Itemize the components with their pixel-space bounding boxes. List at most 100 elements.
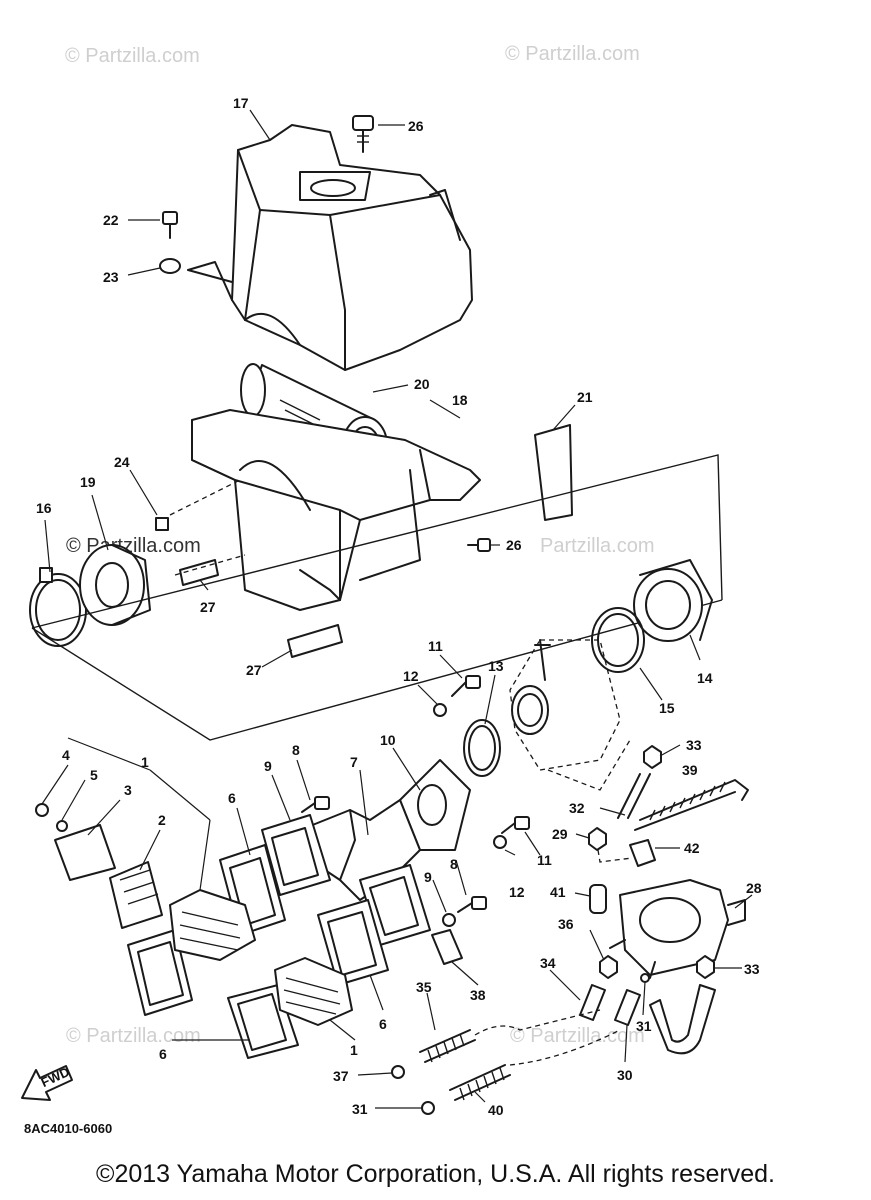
clip-36 bbox=[599, 955, 618, 979]
callout-14: 14 bbox=[697, 670, 713, 686]
bolt-26-top bbox=[352, 115, 374, 153]
callout-32: 32 bbox=[569, 800, 585, 816]
callout-4: 4 bbox=[62, 747, 70, 763]
callout-30: 30 bbox=[617, 1067, 633, 1083]
callout-26-top: 26 bbox=[408, 118, 424, 134]
part-41 bbox=[589, 884, 607, 914]
watermark-top-left: © Partzilla.com bbox=[65, 45, 200, 67]
bolt-11-lower bbox=[501, 816, 530, 834]
callout-15: 15 bbox=[659, 700, 675, 716]
pad-27-upper bbox=[179, 559, 219, 586]
bolt-26-lower bbox=[467, 538, 491, 552]
callout-12-upper: 12 bbox=[403, 668, 419, 684]
callout-31-right: 31 bbox=[636, 1018, 652, 1034]
callout-24: 24 bbox=[114, 454, 130, 470]
callout-8-upper: 8 bbox=[292, 742, 300, 758]
hose-34 bbox=[579, 984, 606, 1021]
clip-33-upper bbox=[643, 745, 662, 769]
adapter-19 bbox=[79, 544, 151, 626]
watermark-bottom-right: © Partzilla.com bbox=[510, 1025, 645, 1047]
callout-5: 5 bbox=[90, 767, 98, 783]
clip-37 bbox=[391, 1065, 405, 1079]
frame-line-bottom bbox=[31, 599, 723, 741]
air-box-case bbox=[191, 409, 481, 611]
callout-41: 41 bbox=[550, 884, 566, 900]
watermark-middle-right: Partzilla.com bbox=[540, 535, 654, 557]
callout-17: 17 bbox=[233, 95, 249, 111]
bolt-8-lower bbox=[457, 896, 487, 913]
hose-u-bend bbox=[649, 984, 716, 1055]
clip-31-lower bbox=[421, 1101, 435, 1115]
callout-1-upper: 1 bbox=[141, 754, 149, 770]
duct-13 bbox=[509, 639, 621, 771]
callout-31-lower: 31 bbox=[352, 1101, 368, 1117]
callout-20: 20 bbox=[414, 376, 430, 392]
callout-3: 3 bbox=[124, 782, 132, 798]
bolt-11-upper bbox=[451, 675, 481, 697]
callout-16: 16 bbox=[36, 500, 52, 516]
reed-valve-1-lower bbox=[274, 957, 353, 1026]
callout-9-lower: 9 bbox=[424, 869, 432, 885]
clamp-13 bbox=[463, 719, 501, 777]
callout-28: 28 bbox=[746, 880, 762, 896]
clip-31-right bbox=[640, 973, 650, 983]
callout-11-upper: 11 bbox=[428, 638, 443, 654]
part-42 bbox=[629, 839, 656, 867]
washer-9-lower bbox=[442, 913, 456, 927]
pad-27-lower bbox=[287, 624, 343, 658]
air-box-cover bbox=[187, 124, 473, 371]
nut-29 bbox=[588, 827, 607, 851]
callout-29: 29 bbox=[552, 826, 568, 842]
bracket-38 bbox=[431, 929, 463, 965]
callout-37: 37 bbox=[333, 1068, 349, 1084]
spring-35 bbox=[419, 1029, 476, 1063]
callout-2: 2 bbox=[158, 812, 166, 828]
callout-7: 7 bbox=[350, 754, 358, 770]
callout-27-lower: 27 bbox=[246, 662, 262, 678]
callout-9-upper: 9 bbox=[264, 758, 272, 774]
callout-34: 34 bbox=[540, 955, 556, 971]
spring-40 bbox=[449, 1064, 511, 1101]
callout-26-lower: 26 bbox=[506, 537, 522, 553]
bolt-8-upper bbox=[301, 796, 330, 813]
callout-12-lower: 12 bbox=[509, 884, 525, 900]
watermark-top-right: © Partzilla.com bbox=[505, 43, 640, 65]
callout-42: 42 bbox=[684, 840, 700, 856]
washer-12-upper bbox=[433, 703, 447, 717]
fuel-pump-28 bbox=[609, 879, 746, 979]
callout-19: 19 bbox=[80, 474, 96, 490]
manifold-10 bbox=[399, 759, 471, 851]
gasket-6-e bbox=[127, 929, 193, 1016]
watermark-bottom-left: © Partzilla.com bbox=[66, 1025, 201, 1047]
callout-36: 36 bbox=[558, 916, 574, 932]
callout-13: 13 bbox=[488, 658, 504, 674]
callout-33-lower: 33 bbox=[744, 961, 760, 977]
callout-40: 40 bbox=[488, 1102, 504, 1118]
intake-boot-14 bbox=[633, 559, 713, 642]
callout-1-lower: 1 bbox=[350, 1042, 358, 1058]
leader-lines bbox=[41, 109, 753, 1109]
clip-33-lower bbox=[696, 955, 715, 979]
callout-18: 18 bbox=[452, 392, 468, 408]
clamp-15 bbox=[591, 607, 645, 673]
gasket-6-d bbox=[317, 899, 389, 986]
callout-22: 22 bbox=[103, 212, 119, 228]
callout-21: 21 bbox=[577, 389, 593, 405]
callout-8-lower: 8 bbox=[450, 856, 458, 872]
callout-10: 10 bbox=[380, 732, 396, 748]
grommet-23 bbox=[159, 258, 181, 274]
spring-hose-39 bbox=[639, 779, 749, 821]
callout-33-upper: 33 bbox=[686, 737, 702, 753]
hose-32 bbox=[627, 773, 651, 819]
callout-6-top: 6 bbox=[228, 790, 236, 806]
frame-line-top bbox=[31, 454, 723, 629]
callout-6-right: 6 bbox=[379, 1016, 387, 1032]
copyright-notice: ©2013 Yamaha Motor Corporation, U.S.A. A… bbox=[96, 1160, 775, 1188]
fwd-arrow: FWD bbox=[21, 1064, 73, 1101]
nut-24 bbox=[155, 517, 169, 531]
hose-30 bbox=[614, 989, 641, 1026]
callout-labels: 17 26 22 23 20 18 21 24 19 16 26 27 27 1… bbox=[36, 95, 762, 1118]
screw-4 bbox=[35, 803, 49, 817]
pad-21 bbox=[534, 424, 573, 521]
